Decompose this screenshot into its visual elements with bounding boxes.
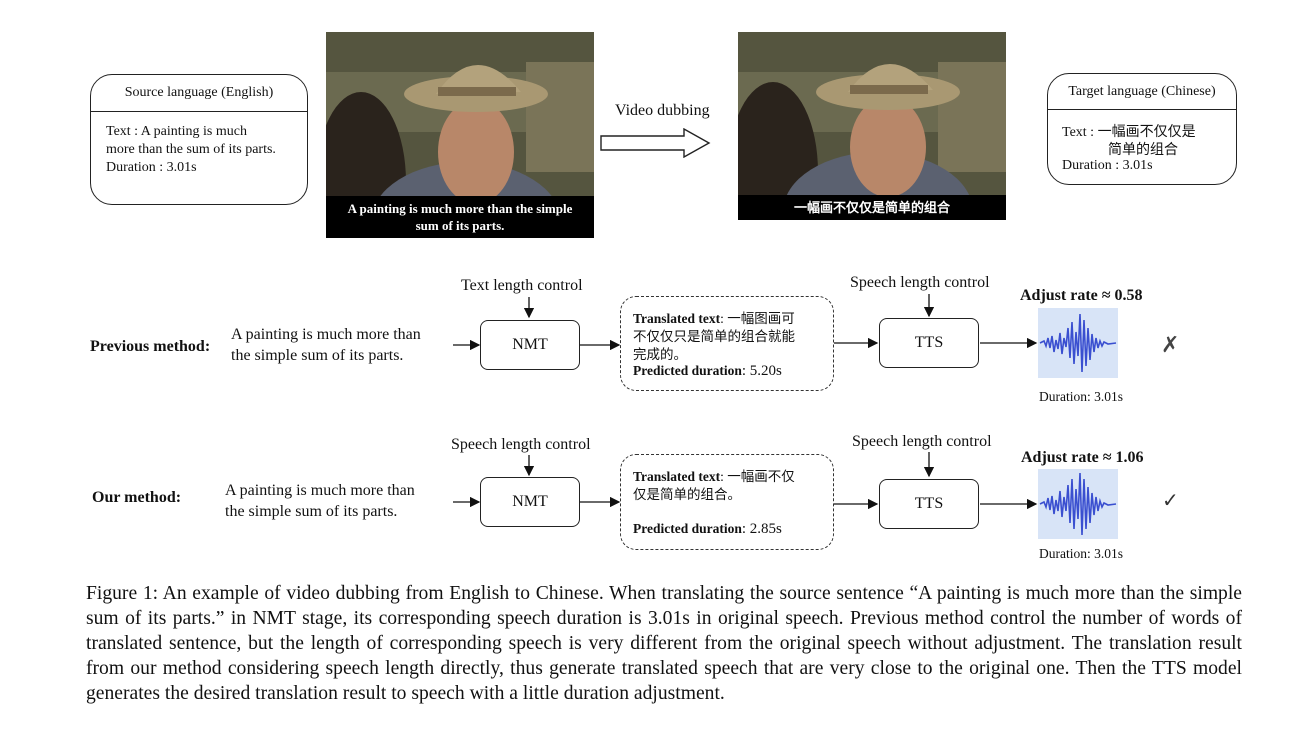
our-sentence-line1: A painting is much more than	[225, 482, 415, 499]
previous-sentence-line2: the simple sum of its parts.	[231, 347, 404, 364]
previous-translated-line3: 完成的。	[633, 347, 687, 362]
previous-adjust-rate: Adjust rate ≈ 0.58	[1020, 287, 1143, 305]
previous-adjust-value: ≈ 0.58	[1101, 287, 1143, 304]
previous-nmt-node: NMT	[480, 320, 580, 370]
target-subtitle: 一幅画不仅仅是简单的组合	[738, 195, 1006, 220]
figure-caption: Figure 1: An example of video dubbing fr…	[86, 583, 1242, 704]
previous-predicted-value: : 5.20s	[741, 363, 782, 379]
previous-fail-mark: ✗	[1161, 333, 1180, 358]
previous-output-duration: Duration: 3.01s	[1039, 389, 1123, 404]
our-sentence-line2: the simple sum of its parts.	[225, 503, 398, 520]
previous-translated-text-1: : 一幅图画可	[720, 311, 795, 326]
previous-method-label: Previous method:	[90, 338, 211, 355]
source-text-line2: more than the sum of its parts.	[106, 142, 276, 157]
our-method-label: Our method:	[92, 489, 182, 506]
target-language-box: Target language (Chinese) Text : 一幅画不仅仅是…	[1047, 73, 1237, 185]
previous-translated-line1: Translated text: 一幅图画可	[633, 307, 795, 327]
source-subtitle-line2: sum of its parts.	[415, 218, 505, 233]
our-tts-node: TTS	[879, 479, 979, 529]
our-waveform	[1038, 469, 1118, 539]
source-duration: Duration : 3.01s	[106, 160, 197, 175]
previous-text-length-control: Text length control	[461, 277, 583, 294]
our-translated-line2: 仅是简单的组合。	[633, 487, 741, 502]
video-dubbing-arrow	[600, 128, 711, 158]
actor-illustration-dubbed	[738, 32, 1006, 220]
target-text-line1: Text : 一幅画不仅仅是	[1062, 125, 1196, 140]
our-adjust-label: Adjust rate	[1021, 449, 1099, 466]
previous-waveform-path	[1039, 313, 1117, 373]
our-success-mark: ✓	[1162, 488, 1179, 512]
our-predicted-value: : 2.85s	[741, 521, 782, 537]
source-subtitle-line1: A painting is much more than the simple	[347, 201, 573, 216]
previous-translation-box: Translated text: 一幅图画可 不仅仅只是简单的组合就能 完成的。…	[620, 296, 834, 391]
previous-translated-line2: 不仅仅只是简单的组合就能	[633, 329, 795, 344]
target-language-title: Target language (Chinese)	[1048, 74, 1236, 110]
previous-translated-label: Translated text	[633, 311, 721, 326]
our-adjust-value: ≈ 1.06	[1102, 449, 1144, 466]
source-language-title: Source language (English)	[91, 75, 307, 112]
source-language-box: Source language (English) Text : A paint…	[90, 74, 308, 205]
target-video-frame: 一幅画不仅仅是简单的组合	[738, 32, 1006, 220]
our-adjust-rate: Adjust rate ≈ 1.06	[1021, 449, 1144, 467]
source-subtitle: A painting is much more than the simple …	[326, 196, 594, 238]
our-output-duration: Duration: 3.01s	[1039, 546, 1123, 561]
our-nmt-speech-length-control: Speech length control	[451, 436, 591, 453]
our-translation-box: Translated text: 一幅画不仅 仅是简单的组合。 Predicte…	[620, 454, 834, 550]
previous-waveform	[1038, 308, 1118, 378]
flow-arrows	[453, 294, 1038, 510]
previous-sentence-line1: A painting is much more than	[231, 326, 421, 343]
source-text-line1: Text : A painting is much	[106, 124, 247, 139]
our-translated-line1: Translated text: 一幅画不仅	[633, 465, 795, 485]
our-translated-label: Translated text	[633, 469, 721, 484]
target-duration: Duration : 3.01s	[1062, 158, 1153, 173]
our-nmt-node: NMT	[480, 477, 580, 527]
previous-speech-length-control: Speech length control	[850, 274, 990, 291]
our-translated-text-1: : 一幅画不仅	[720, 469, 795, 484]
our-predicted-label: Predicted duration	[633, 521, 742, 536]
our-predicted-duration: Predicted duration: 2.85s	[633, 521, 782, 538]
previous-tts-node: TTS	[879, 318, 979, 368]
source-video-frame: A painting is much more than the simple …	[326, 32, 594, 238]
video-dubbing-label: Video dubbing	[615, 102, 710, 119]
previous-predicted-label: Predicted duration	[633, 363, 742, 378]
previous-adjust-label: Adjust rate	[1020, 287, 1098, 304]
target-text-line2: 简单的组合	[1108, 143, 1178, 158]
our-waveform-path	[1039, 472, 1117, 536]
previous-predicted-duration: Predicted duration: 5.20s	[633, 363, 782, 380]
our-tts-speech-length-control: Speech length control	[852, 433, 992, 450]
